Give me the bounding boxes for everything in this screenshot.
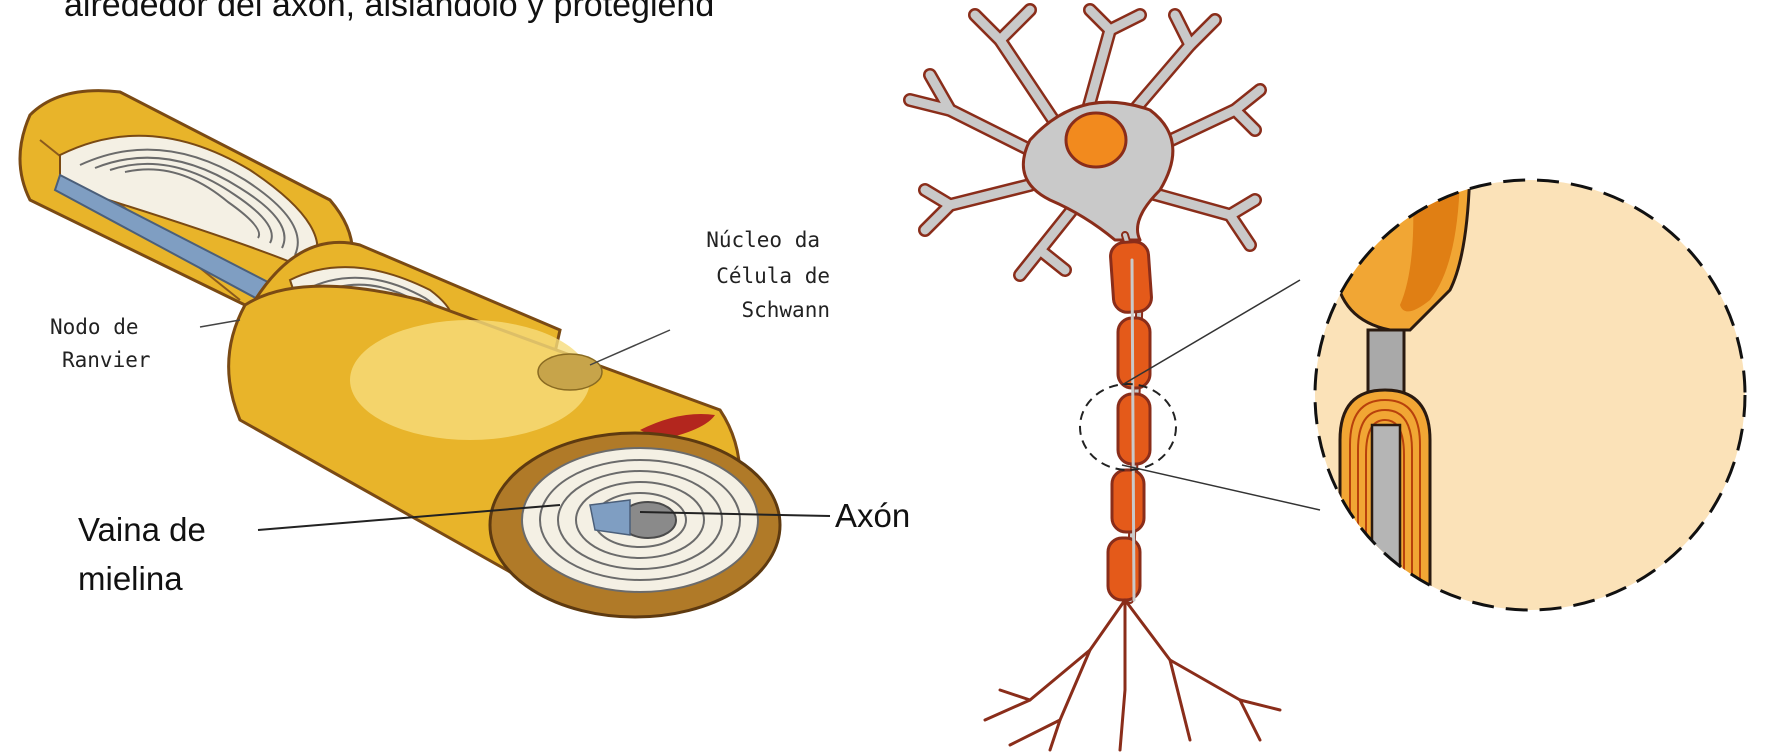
label-axon: Axón <box>835 497 910 534</box>
label-nucleus: Núcleo da Célula de Schwann <box>706 228 830 322</box>
label-nucleus-line3: Schwann <box>741 298 830 322</box>
neuron-illustration <box>910 10 1280 750</box>
leader-node <box>200 320 240 327</box>
leader-nucleus <box>590 330 670 365</box>
label-node-line1: Nodo de <box>50 315 139 339</box>
myelin-segments <box>1108 241 1152 600</box>
schwann-nucleus <box>538 354 602 390</box>
zoom-inset <box>1315 150 1745 615</box>
axon-terminals <box>985 600 1280 750</box>
zoom-leader-bottom <box>1122 465 1320 510</box>
label-nucleus-line1: Núcleo da <box>706 228 820 252</box>
label-sheath-line2: mielina <box>78 560 183 597</box>
label-nucleus-line2: Célula de <box>716 264 830 288</box>
label-sheath: Vaina de mielina <box>78 511 206 597</box>
nucleus <box>1066 113 1126 167</box>
label-sheath-line1: Vaina de <box>78 511 206 548</box>
label-node: Nodo de Ranvier <box>50 315 151 372</box>
label-node-line2: Ranvier <box>62 348 151 372</box>
